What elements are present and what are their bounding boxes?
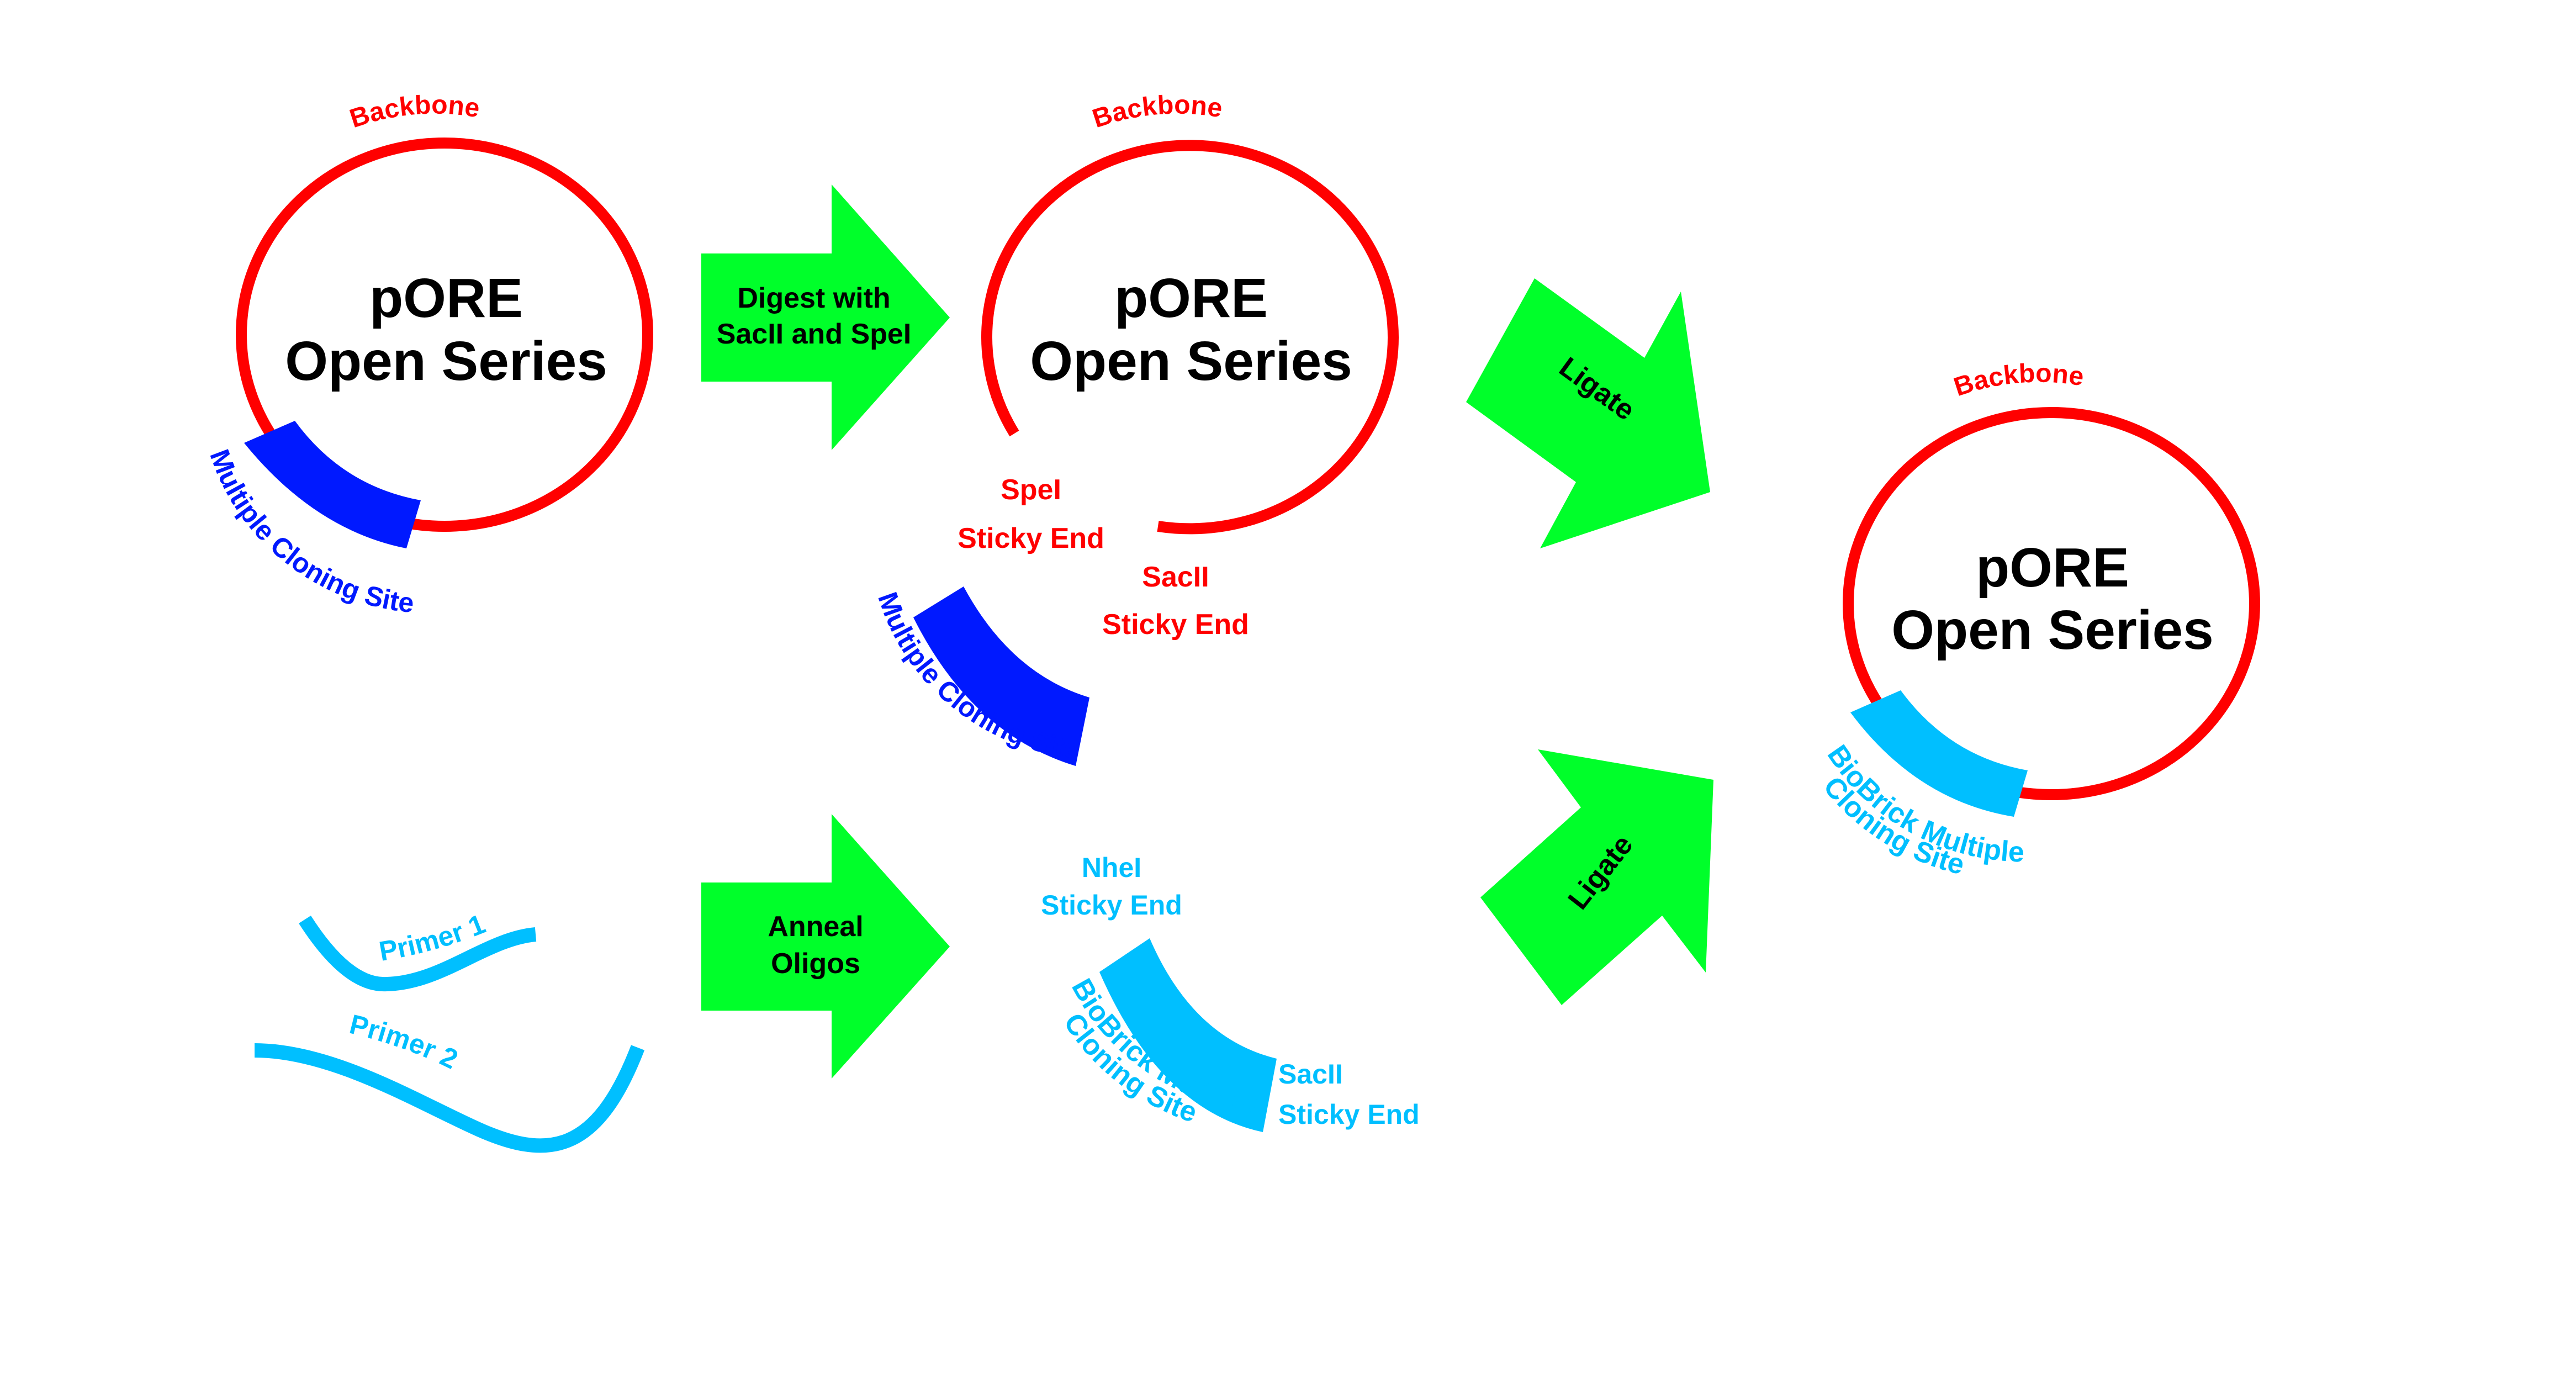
plasmid-original: Backbone Multiple Cloning Site pORE Open…	[204, 91, 653, 619]
biobrick-mcs-segment	[1850, 690, 2028, 817]
plasmid-title-line1: pORE	[1114, 267, 1268, 329]
plasmid-final: Backbone pORE Open Series BioBrick Multi…	[1817, 359, 2260, 881]
digest-arrow: Digest with SacII and SpeI	[701, 184, 950, 450]
arrow-shape	[701, 184, 950, 450]
biobrick-fragment	[1099, 938, 1277, 1132]
spei-label-line1: SpeI	[1001, 474, 1061, 506]
arrow-shape	[1480, 749, 1713, 1005]
biobrick-insert: NheI Sticky End SacII Sticky End BioBric…	[1041, 852, 1420, 1132]
sacii-label-line2: Sticky End	[1102, 609, 1249, 641]
plasmid-title-line2: Open Series	[285, 330, 607, 392]
anneal-arrow: Anneal Oligos	[701, 814, 950, 1079]
plasmid-title-line2: Open Series	[1030, 330, 1352, 392]
primer-2-label: Primer 2	[347, 1008, 463, 1075]
primer-2-strand	[254, 1043, 645, 1153]
ligate-arrow-top: Ligate	[1466, 278, 1710, 548]
sacii-label-line2: Sticky End	[1278, 1099, 1420, 1130]
nhei-label-line2: Sticky End	[1041, 890, 1182, 921]
backbone-label: Backbone	[1089, 91, 1224, 134]
spei-label-line2: Sticky End	[958, 522, 1104, 554]
plasmid-digested: Backbone pORE Open Series SpeI Sticky En…	[872, 91, 1399, 766]
nhei-label-line1: NheI	[1082, 852, 1141, 883]
plasmid-title-line1: pORE	[369, 267, 523, 329]
backbone-ring	[236, 138, 653, 532]
plasmid-title-line2: Open Series	[1891, 599, 2214, 661]
backbone-ring	[1843, 407, 2260, 800]
digest-label-line1: Digest with	[737, 282, 890, 314]
arrow-shape	[701, 814, 950, 1079]
primer-1-strand	[299, 915, 537, 992]
backbone-label: Backbone	[346, 91, 482, 134]
anneal-label-line1: Anneal	[768, 911, 863, 943]
digest-label-line2: SacII and SpeI	[717, 318, 912, 350]
mcs-segment	[244, 421, 421, 548]
primers: Primer 1 Primer 2	[254, 908, 645, 1153]
ligate-arrow-bottom: Ligate	[1480, 749, 1713, 1005]
backbone-open-arc	[981, 140, 1399, 535]
sacii-label-line1: SacII	[1278, 1059, 1343, 1090]
arrow-shape	[1466, 278, 1710, 548]
anneal-label-line2: Oligos	[771, 948, 860, 980]
backbone-label: Backbone	[1950, 359, 2086, 403]
excised-mcs-fragment	[913, 586, 1089, 766]
sacii-label-line1: SacII	[1142, 561, 1209, 593]
plasmid-title-line1: pORE	[1976, 537, 2129, 599]
